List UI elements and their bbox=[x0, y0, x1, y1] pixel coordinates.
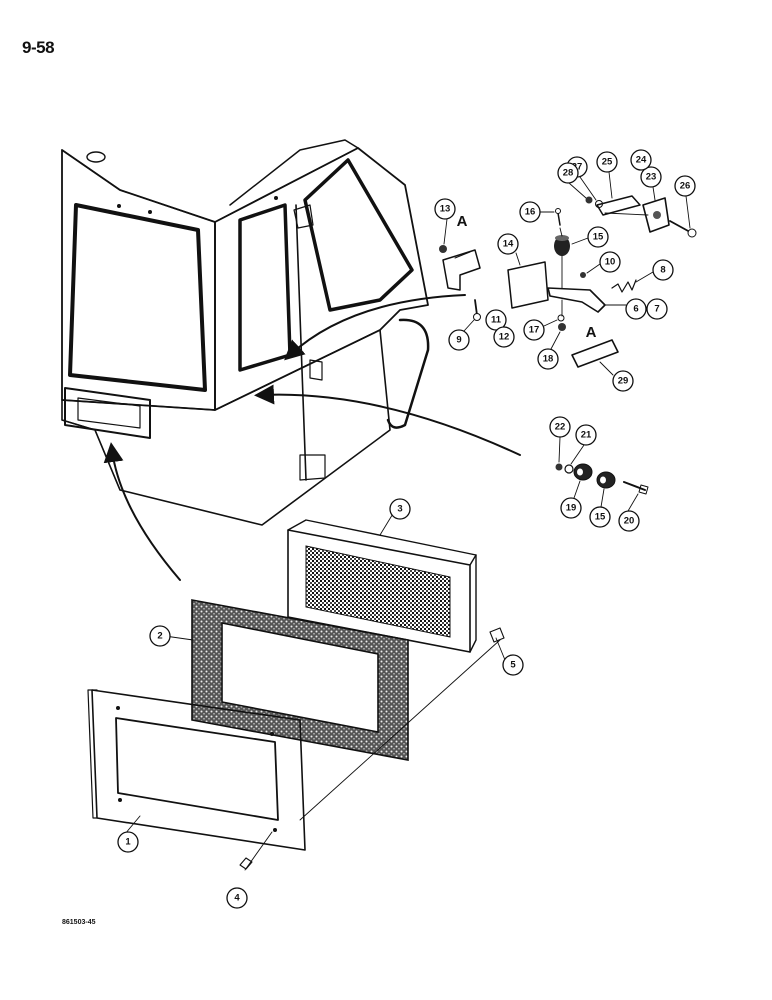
callout-15-lower: 15 bbox=[589, 506, 611, 528]
callout-label: 14 bbox=[503, 239, 514, 250]
callout-label: 22 bbox=[555, 422, 566, 433]
callout-3: 3 bbox=[389, 498, 411, 520]
callout-label: 12 bbox=[499, 332, 510, 343]
callout-4: 4 bbox=[226, 887, 248, 909]
callout-18: 18 bbox=[537, 348, 559, 370]
callout-25: 25 bbox=[596, 151, 618, 173]
detail-mark-a-lower: A bbox=[586, 324, 597, 341]
assembly-arrows bbox=[103, 294, 521, 581]
callout-label: 8 bbox=[660, 265, 665, 276]
callout-label: 4 bbox=[234, 893, 240, 904]
callout-14: 14 bbox=[497, 233, 519, 255]
callout-label: 15 bbox=[593, 232, 604, 243]
page-number: 9-58 bbox=[22, 38, 55, 57]
callout-29: 29 bbox=[612, 370, 634, 392]
callout-label: 7 bbox=[654, 304, 659, 315]
callout-26: 26 bbox=[674, 175, 696, 197]
callout-label: 24 bbox=[636, 155, 647, 166]
callout-label: 26 bbox=[680, 181, 691, 192]
callout-8: 8 bbox=[652, 259, 674, 281]
callout-label: 3 bbox=[397, 504, 402, 515]
filter-element bbox=[287, 519, 477, 653]
detail-mark-a-upper: A bbox=[457, 213, 468, 230]
callout-28: 28 bbox=[557, 162, 579, 184]
callout-label: 19 bbox=[566, 503, 577, 514]
callout-label: 13 bbox=[440, 204, 451, 215]
callout-label: 21 bbox=[581, 430, 592, 441]
callout-21: 21 bbox=[575, 424, 597, 446]
callout-label: 6 bbox=[633, 304, 638, 315]
callout-15-upper: 15 bbox=[587, 226, 609, 248]
callout-19: 19 bbox=[560, 497, 582, 519]
callout-6: 6 bbox=[625, 298, 647, 320]
callout-label: 2 bbox=[157, 631, 162, 642]
cover-plate bbox=[87, 689, 306, 851]
callout-label: 15 bbox=[595, 512, 606, 523]
callout-label: 11 bbox=[491, 315, 502, 326]
callout-label: 9 bbox=[456, 335, 461, 346]
callout-label: 16 bbox=[525, 207, 536, 218]
callout-label: 17 bbox=[529, 325, 540, 336]
callout-1: 1 bbox=[117, 831, 139, 853]
callout-12: 12 bbox=[493, 326, 515, 348]
gasket-frame bbox=[191, 599, 409, 761]
callout-label: 18 bbox=[543, 354, 554, 365]
callout-17: 17 bbox=[523, 319, 545, 341]
callout-22: 22 bbox=[549, 416, 571, 438]
callout-24: 24 bbox=[630, 149, 652, 171]
callout-leaders bbox=[443, 171, 691, 512]
callout-label: 28 bbox=[563, 168, 574, 179]
callout-9: 9 bbox=[448, 329, 470, 351]
callout-label: 20 bbox=[624, 516, 635, 527]
callout-13: 13 bbox=[434, 198, 456, 220]
callout-label: 5 bbox=[510, 660, 516, 671]
callout-label: 29 bbox=[618, 376, 629, 387]
callout-label: 23 bbox=[646, 172, 657, 183]
callout-16: 16 bbox=[519, 201, 541, 223]
callout-2: 2 bbox=[149, 625, 171, 647]
callout-label: 27 bbox=[572, 162, 583, 173]
callout-label: 25 bbox=[602, 157, 613, 168]
callout-5: 5 bbox=[502, 654, 524, 676]
callout-7: 7 bbox=[646, 298, 668, 320]
figure-code: 861503-45 bbox=[62, 919, 96, 926]
small-hardware bbox=[239, 195, 697, 870]
callout-label: 1 bbox=[125, 837, 131, 848]
cab-body bbox=[61, 139, 430, 526]
callout-label: 10 bbox=[605, 257, 616, 268]
callout-23: 23 bbox=[640, 166, 662, 188]
callout-10: 10 bbox=[599, 251, 621, 273]
callout-20: 20 bbox=[618, 510, 640, 532]
